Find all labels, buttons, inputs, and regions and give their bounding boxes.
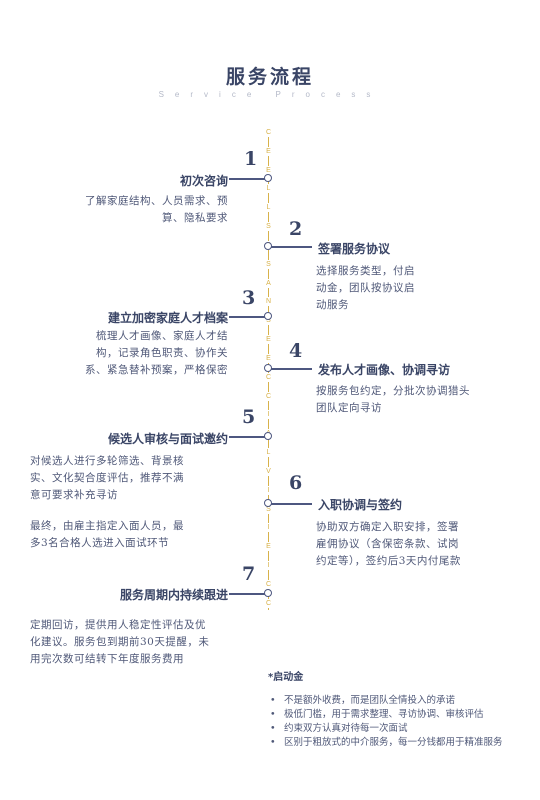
step-5-title: 候选人审核与面试邀约 — [107, 432, 228, 446]
axis-letter: S — [266, 316, 271, 326]
step-6-description: 协助双方确定入职安排，签署 雇佣协议（含保密条款、试岗 约定等），签约后3天内付… — [316, 521, 461, 567]
axis-letter: I — [267, 561, 270, 571]
note-item: 区别于粗放式的中介服务，每一分钱都用于精准服务 — [268, 736, 530, 750]
step-3-title: 建立加密家庭人才档案 — [107, 311, 228, 325]
axis-letter: S — [266, 222, 271, 232]
axis-letter: C — [265, 128, 272, 137]
axis-letter: S — [266, 259, 271, 269]
step-2-title: 签署服务协议 — [318, 242, 391, 256]
step-4-number: 4 — [289, 340, 303, 362]
axis-letter: S — [266, 504, 271, 514]
step-2-node — [264, 242, 272, 250]
step-5-description: 对候选人进行多轮筛选、背景核 实、文化契合度评估，推荐不满 意可要求补充寻访 最… — [30, 455, 184, 549]
note-item: 不是额外收费，而是团队全情投入的承诺 — [268, 694, 530, 708]
axis-letter: N — [265, 297, 272, 307]
axis-letter: C — [265, 598, 272, 608]
step-4-title: 发布人才画像、协调寻访 — [318, 363, 451, 377]
step-2-connector — [270, 246, 312, 248]
step-7-title: 服务周期内持续跟进 — [119, 588, 228, 602]
page-title: 服务流程 — [225, 66, 314, 88]
axis-letter: E — [266, 146, 271, 156]
step-4-connector — [270, 368, 312, 370]
axis-letter: I — [267, 485, 270, 495]
step-6-connector — [270, 503, 312, 505]
axis-letter: A — [266, 278, 271, 288]
axis-letter: V — [266, 466, 271, 476]
step-5-number: 5 — [242, 406, 256, 428]
step-5-connector — [229, 436, 267, 438]
step-5-node — [264, 432, 272, 440]
axis-letter: L — [266, 203, 271, 213]
step-1-title: 初次咨询 — [179, 174, 228, 188]
startup-fee-note-title: *启动金 — [268, 672, 304, 683]
note-item: 极低门槛，用于需求整理、寻访协调、审核评估 — [268, 708, 530, 722]
axis-letter: E — [266, 335, 271, 345]
axis-letter: L — [266, 184, 271, 194]
axis-letter: L — [266, 448, 271, 458]
note-item: 约束双方认真对待每一次面试 — [268, 722, 530, 736]
step-1-node — [264, 174, 272, 182]
startup-fee-note-list: 不是额外收费，而是团队全情投入的承诺 极低门槛，用于需求整理、寻访协调、审核评估… — [268, 694, 530, 750]
step-4-node — [264, 364, 272, 372]
step-2-description: 选择服务类型，付启 动金，团队按协议启 动服务 — [316, 265, 415, 311]
axis-letter: I — [267, 410, 270, 420]
axis-letter: C — [265, 579, 272, 589]
axis-letter: C — [265, 391, 272, 401]
step-1-number: 1 — [244, 148, 258, 170]
page-subtitle: Service Process — [158, 90, 382, 99]
axis-letter: E — [266, 542, 271, 552]
step-3-description: 梳理人才画像、家庭人才结 构，记录角色职责、协作关 系、紧急替补预案，严格保密 — [85, 330, 228, 376]
step-3-number: 3 — [242, 287, 256, 309]
step-4-description: 按服务包约定，分批次协调猎头 团队定向寻访 — [316, 385, 470, 414]
step-7-node — [264, 589, 272, 597]
step-1-connector — [229, 178, 267, 180]
axis-letter: I — [267, 523, 270, 533]
step-7-description: 定期回访，提供用人稳定性评估及优 化建议。服务包到期前30天提醒，未 用完次数可… — [30, 619, 210, 665]
step-7-connector — [229, 593, 267, 595]
step-6-node — [264, 499, 272, 507]
axis-letter: C — [265, 372, 272, 382]
step-3-connector — [229, 316, 267, 318]
step-1-description: 了解家庭结构、人员需求、预 算、隐私要求 — [85, 195, 228, 224]
axis-letter: E — [266, 165, 271, 175]
axis-letter: E — [266, 353, 271, 363]
step-7-number: 7 — [242, 563, 256, 585]
step-3-node — [264, 312, 272, 320]
step-2-number: 2 — [289, 218, 303, 240]
step-6-number: 6 — [289, 472, 303, 494]
step-6-title: 入职协调与签约 — [318, 498, 403, 512]
